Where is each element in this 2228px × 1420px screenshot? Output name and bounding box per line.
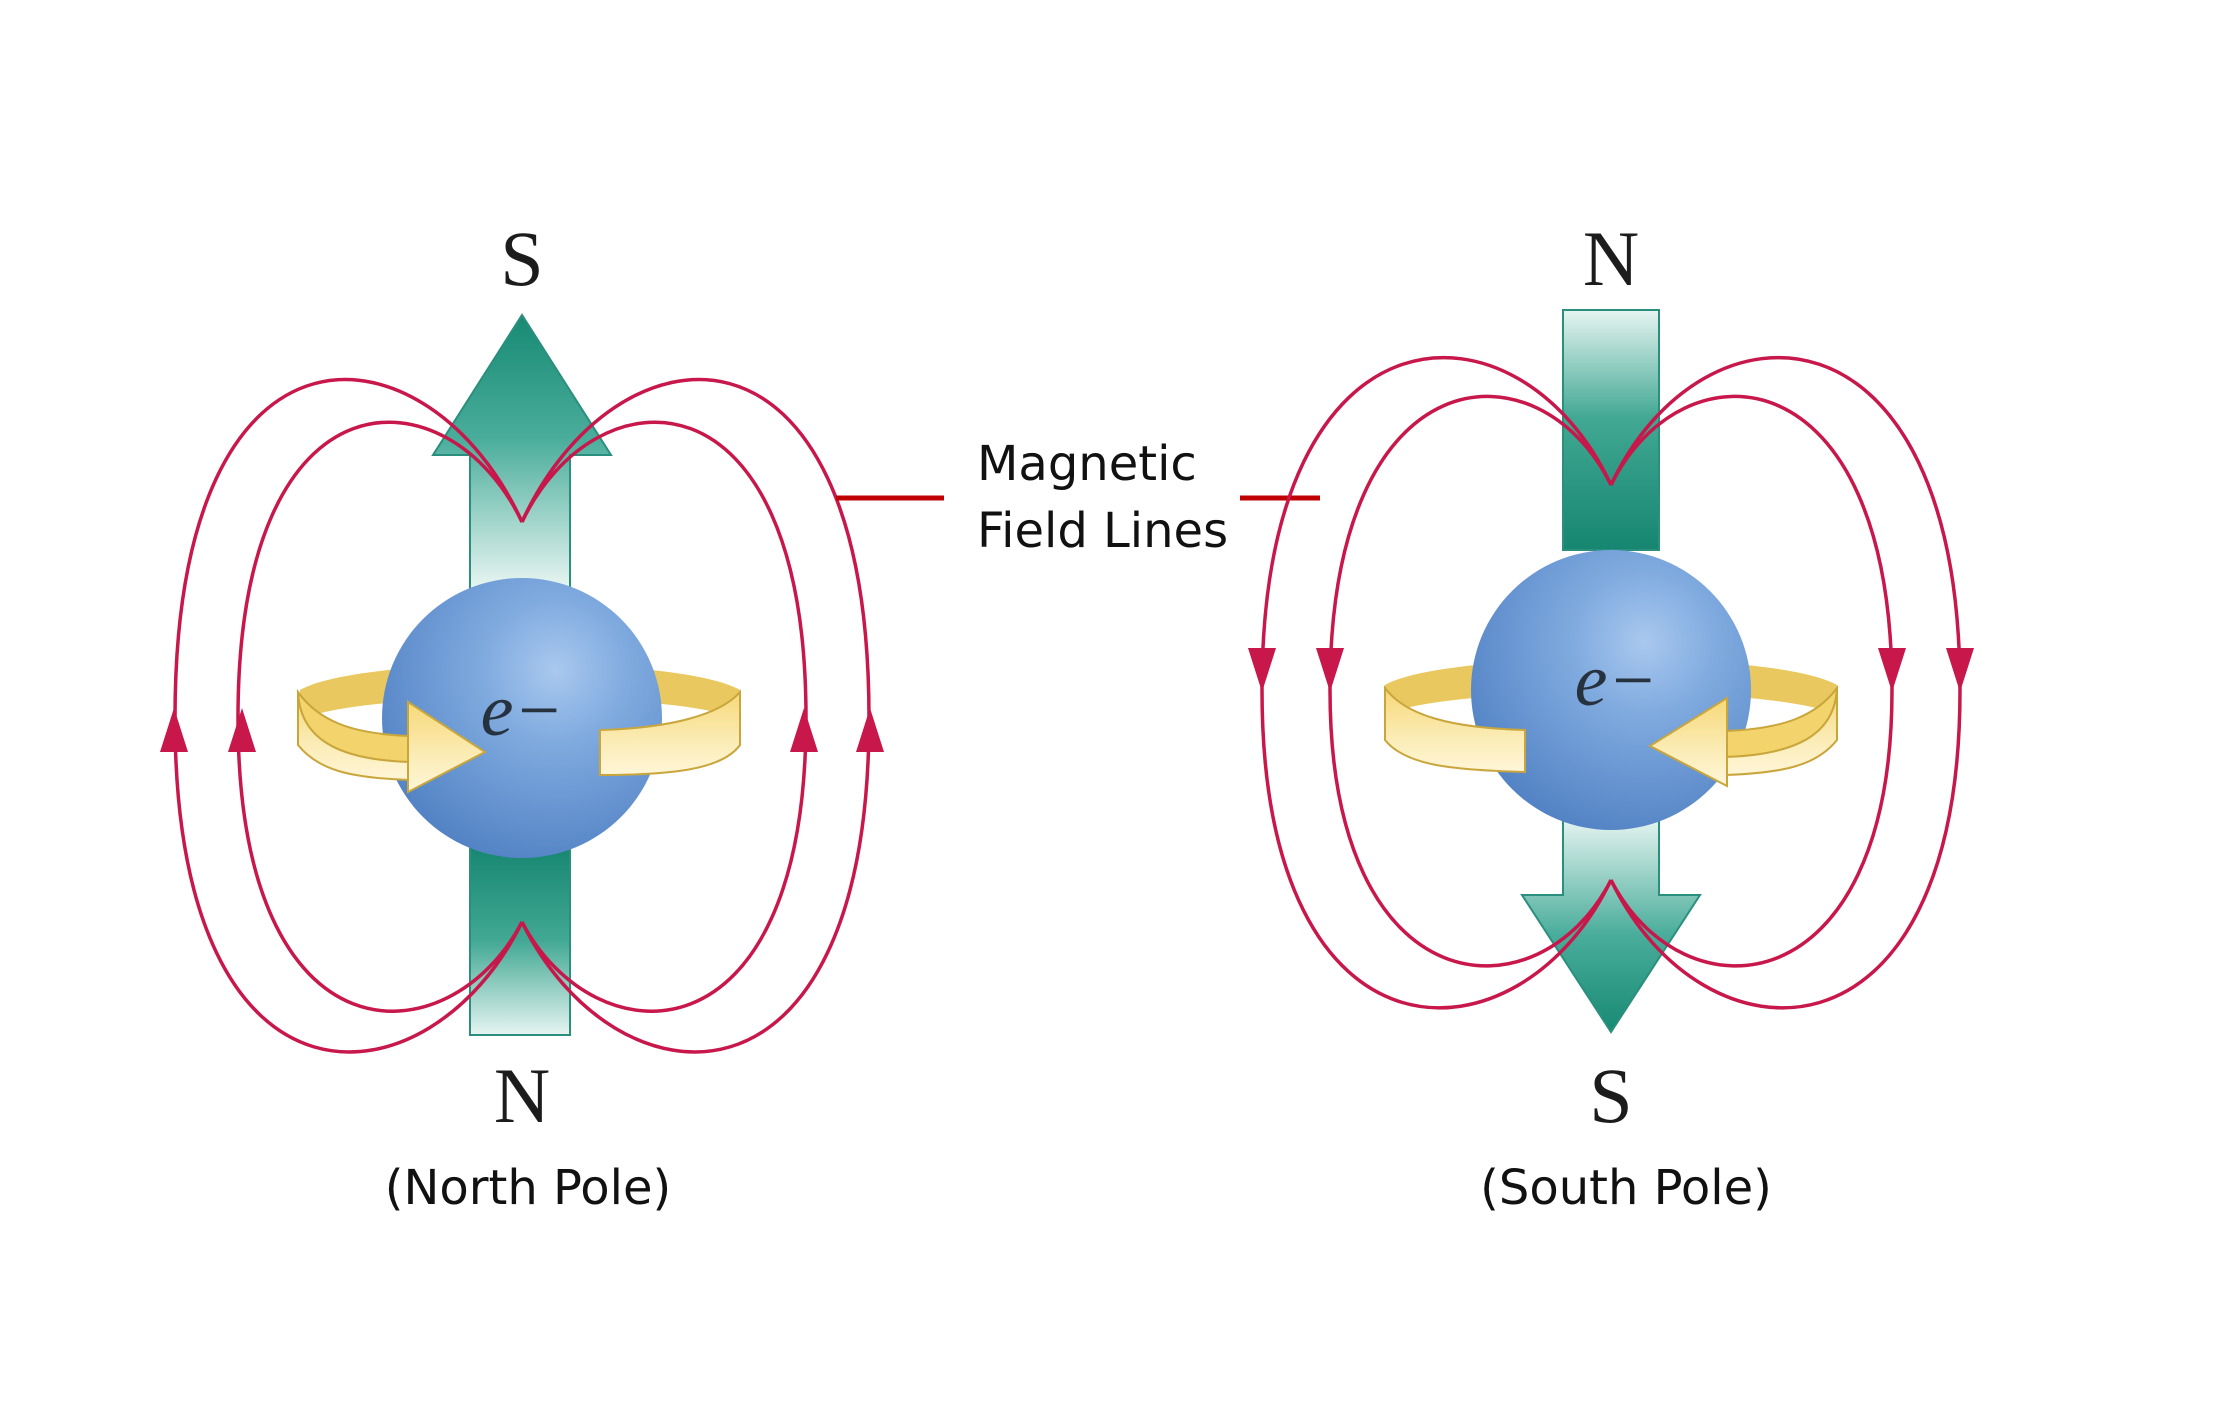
field-arrow-up-icon [228,708,256,752]
left-top-pole-label: S [500,215,543,302]
field-arrow-down-icon [1946,648,1974,692]
field-lines-callout: Magnetic Field Lines [836,436,1320,559]
left-electron-sphere [382,578,662,858]
left-field-line-arrows [160,708,884,752]
field-arrow-up-icon [790,708,818,752]
left-electron-diagram: e− S N (North Pole) [160,215,884,1216]
right-spin-arrow-down-icon [1520,814,1702,1034]
callout-line-2: Field Lines [977,503,1228,559]
left-rotation-arrow-icon [296,688,741,794]
field-arrow-down-icon [1316,648,1344,692]
left-bottom-pole-label: N [494,1052,550,1139]
right-electron-label: e− [1575,640,1658,722]
left-spin-arrow-bottom-shaft [469,844,571,1036]
left-spin-arrow-up-icon [431,313,613,591]
callout-line-1: Magnetic [977,436,1197,492]
right-bottom-pole-label: S [1589,1052,1632,1139]
left-electron-label: e− [481,670,564,752]
field-arrow-down-icon [1878,648,1906,692]
field-arrow-up-icon [856,708,884,752]
field-arrow-up-icon [160,708,188,752]
left-caption: (North Pole) [385,1160,671,1216]
right-top-pole-label: N [1583,215,1639,302]
right-electron-diagram: e− N S (South Pole) [1248,215,1974,1216]
field-arrow-down-icon [1248,648,1276,692]
right-field-line-arrows [1248,648,1974,692]
right-caption: (South Pole) [1480,1160,1772,1216]
right-rotation-arrow-icon [1384,684,1839,788]
